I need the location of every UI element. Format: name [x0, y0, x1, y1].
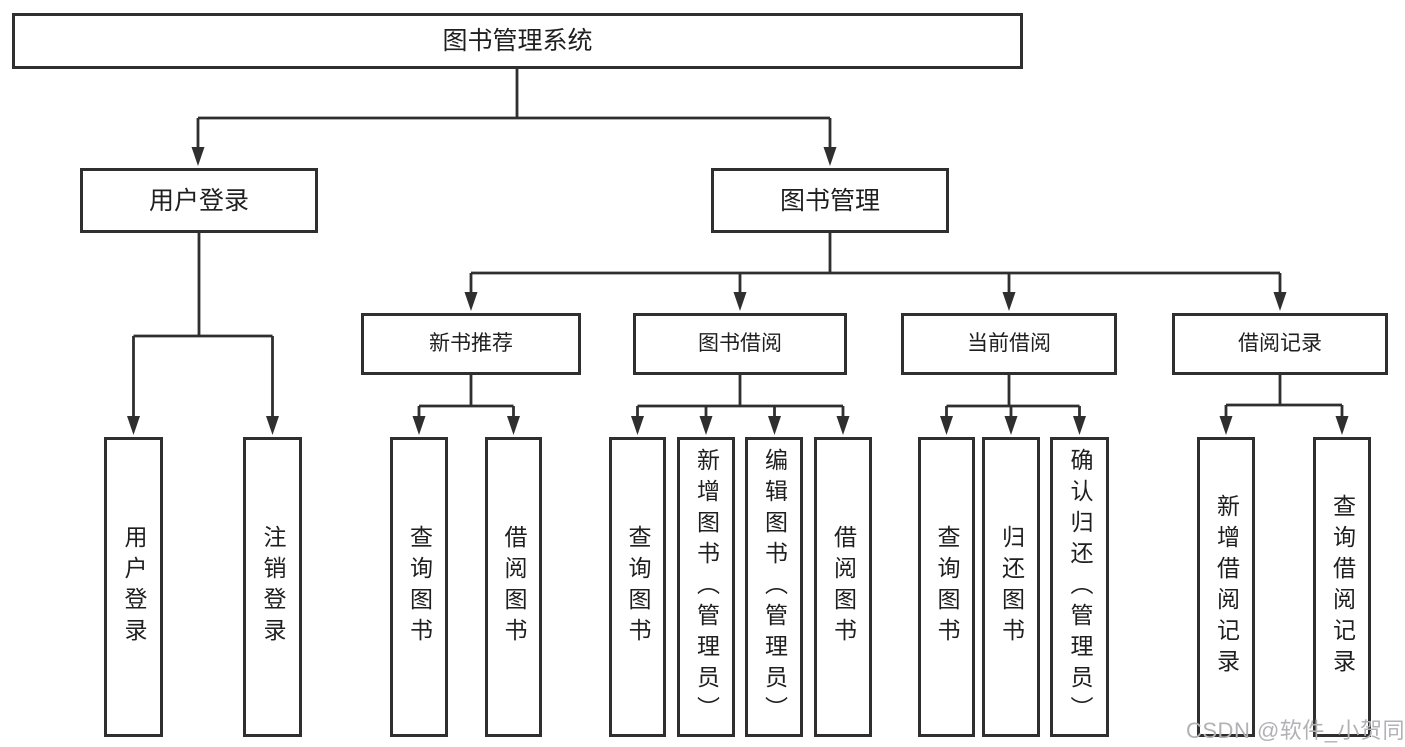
- leaf-label: 查询图书: [625, 525, 651, 649]
- leaf-query-borrow-record: 查询借阅记录: [1313, 437, 1371, 737]
- leaf-label: 查询图书: [406, 525, 433, 649]
- leaf-label: 确认归还（管理员）: [1067, 447, 1093, 727]
- arrowhead-icon: [507, 416, 520, 435]
- arrowhead-icon: [733, 292, 747, 311]
- arrowhead-icon: [1073, 416, 1086, 435]
- leaf-logout: 注销登录: [243, 437, 302, 737]
- leaf-label: 归还图书: [998, 525, 1025, 649]
- arrowhead-icon: [768, 416, 781, 435]
- leaf-add-borrow-record: 新增借阅记录: [1197, 437, 1255, 737]
- leaf-borrow-books-borrow: 借阅图书: [814, 437, 872, 737]
- arrowhead-icon: [266, 416, 279, 435]
- arrowhead-icon: [1002, 292, 1016, 311]
- node-book-management: 图书管理: [711, 168, 949, 233]
- node-book-borrow: 图书借阅: [633, 313, 847, 375]
- arrowhead-icon: [823, 147, 837, 166]
- arrowhead-icon: [1004, 416, 1018, 435]
- node-new-book-recommend: 新书推荐: [361, 313, 581, 375]
- node-current-borrow: 当前借阅: [901, 313, 1117, 375]
- node-borrow-records: 借阅记录: [1172, 313, 1388, 375]
- leaf-query-books-borrow: 查询图书: [609, 437, 666, 737]
- connector-lines: [132, 69, 1344, 422]
- leaf-label: 编辑图书（管理员）: [761, 447, 788, 727]
- leaf-label: 借阅图书: [830, 525, 857, 649]
- arrowhead-icon: [1273, 292, 1287, 311]
- leaf-query-books-current: 查询图书: [918, 437, 975, 737]
- csdn-watermark: CSDN @软件_小贺同学: [1186, 718, 1405, 743]
- leaf-label: 借阅图书: [501, 525, 527, 649]
- leaf-label: 注销登录: [260, 525, 286, 649]
- leaf-add-book-admin: 新增图书（管理员）: [677, 437, 735, 737]
- leaf-label: 新增图书（管理员）: [693, 447, 720, 727]
- leaf-return-books: 归还图书: [982, 437, 1040, 737]
- leaf-label: 用户登录: [121, 525, 147, 649]
- leaf-user-login: 用户登录: [104, 437, 163, 737]
- arrowhead-icon: [127, 416, 140, 435]
- arrowhead-icon: [464, 292, 478, 311]
- arrowhead-icon: [1219, 416, 1233, 435]
- leaf-edit-book-admin: 编辑图书（管理员）: [745, 437, 803, 737]
- arrowhead-icon: [1335, 416, 1349, 435]
- arrowhead-icon: [699, 416, 713, 435]
- leaf-label: 查询图书: [934, 525, 960, 649]
- arrowhead-icon: [412, 416, 426, 435]
- arrowhead-icon: [940, 416, 953, 435]
- leaf-confirm-return-admin: 确认归还（管理员）: [1050, 437, 1109, 737]
- leaf-label: 查询借阅记录: [1329, 494, 1356, 680]
- leaf-borrow-books-recommend: 借阅图书: [485, 437, 542, 737]
- leaf-query-books-recommend: 查询图书: [390, 437, 448, 737]
- arrowhead-icon: [631, 416, 644, 435]
- arrowhead-icon: [836, 416, 850, 435]
- node-root: 图书管理系统: [12, 13, 1023, 69]
- node-user-login: 用户登录: [80, 168, 318, 233]
- leaf-label: 新增借阅记录: [1213, 494, 1240, 680]
- arrowhead-icon: [191, 147, 205, 166]
